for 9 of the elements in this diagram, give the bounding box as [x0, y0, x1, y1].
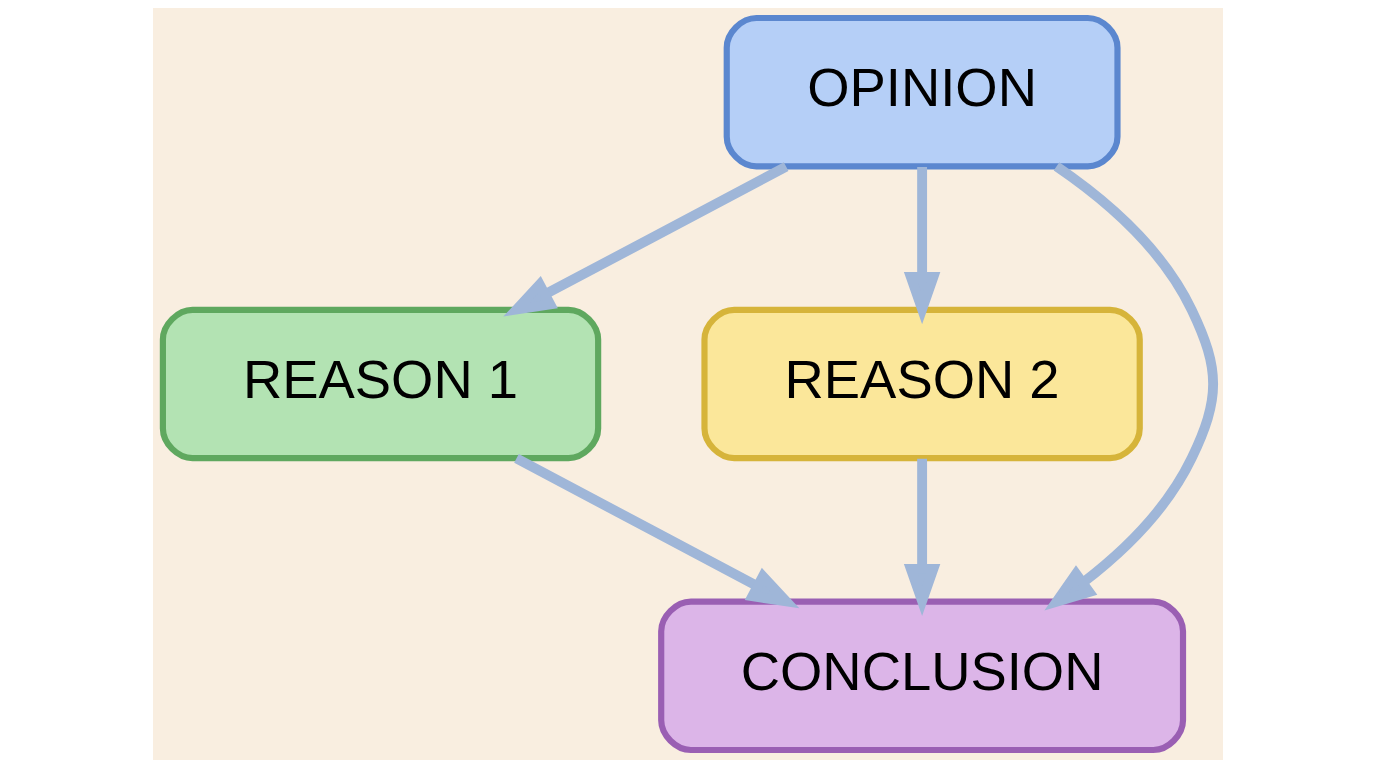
- arrow: [514, 454, 800, 609]
- node-box: REASON 2: [701, 306, 1143, 462]
- arrow: [503, 162, 789, 317]
- arrow: [1044, 162, 1218, 611]
- arrow: [903, 167, 941, 325]
- node-box: REASON 1: [159, 306, 602, 462]
- node-box: OPINION: [723, 14, 1121, 170]
- arrow: [903, 458, 941, 616]
- node-box: CONCLUSION: [658, 598, 1187, 754]
